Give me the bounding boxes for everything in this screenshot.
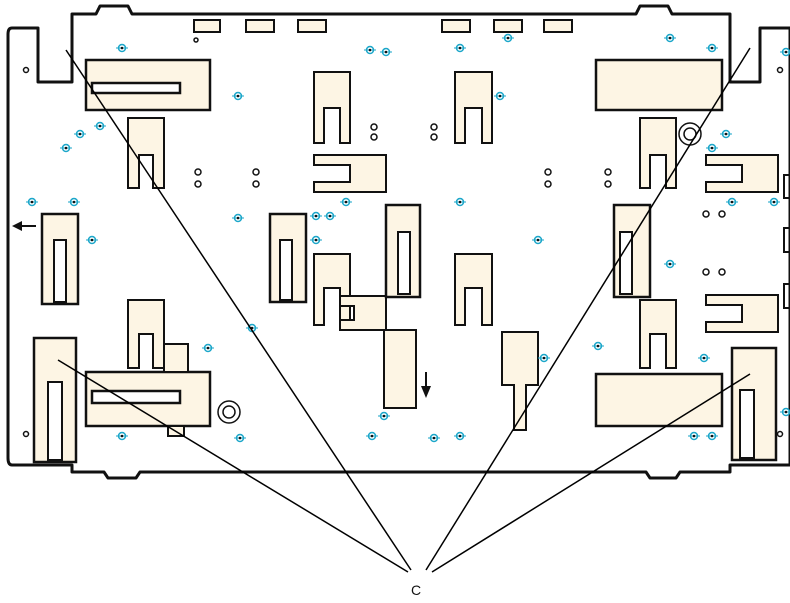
hole-marker [340, 197, 352, 207]
hole-marker [116, 43, 128, 53]
hole-marker [454, 43, 466, 53]
hole-marker [664, 33, 676, 43]
hole-marker [592, 341, 604, 351]
hole-markers [26, 33, 790, 443]
hole-marker [494, 91, 506, 101]
hole-marker [232, 91, 244, 101]
hole-marker [232, 213, 244, 223]
hole-marker [726, 197, 738, 207]
hole-marker [706, 43, 718, 53]
hole-marker [202, 343, 214, 353]
hole-marker [688, 431, 700, 441]
rail-brackets [84, 58, 724, 428]
fork-clips [127, 71, 779, 369]
hole-marker [768, 197, 780, 207]
callout-leader-lines [57, 47, 751, 573]
hole-marker [454, 197, 466, 207]
hole-marker [538, 353, 550, 363]
hole-marker [378, 411, 390, 421]
hole-marker [324, 211, 336, 221]
callout-label-c: C [411, 582, 422, 598]
hole-marker [26, 197, 38, 207]
hole-marker [706, 431, 718, 441]
hole-marker [428, 433, 440, 443]
right-edge-slots [783, 174, 790, 309]
hole-marker [234, 433, 246, 443]
misc-brackets [163, 329, 539, 437]
latch-clips [32, 203, 778, 464]
hole-marker [310, 211, 322, 221]
top-connector-tabs [193, 19, 573, 33]
hole-marker [380, 47, 392, 57]
hole-marker [706, 143, 718, 153]
hole-marker [454, 431, 466, 441]
hole-marker [720, 129, 732, 139]
hole-marker [366, 431, 378, 441]
hole-marker [68, 197, 80, 207]
screw-holes [22, 37, 784, 438]
hole-marker [502, 33, 514, 43]
hole-marker [74, 129, 86, 139]
hole-marker [86, 235, 98, 245]
arrow-indicators [12, 221, 431, 398]
hole-marker [664, 259, 676, 269]
hole-marker [310, 235, 322, 245]
hole-marker [116, 431, 128, 441]
hole-marker [698, 353, 710, 363]
hole-marker [364, 45, 376, 55]
hole-marker [60, 143, 72, 153]
hole-marker [532, 235, 544, 245]
hole-marker [94, 121, 106, 131]
